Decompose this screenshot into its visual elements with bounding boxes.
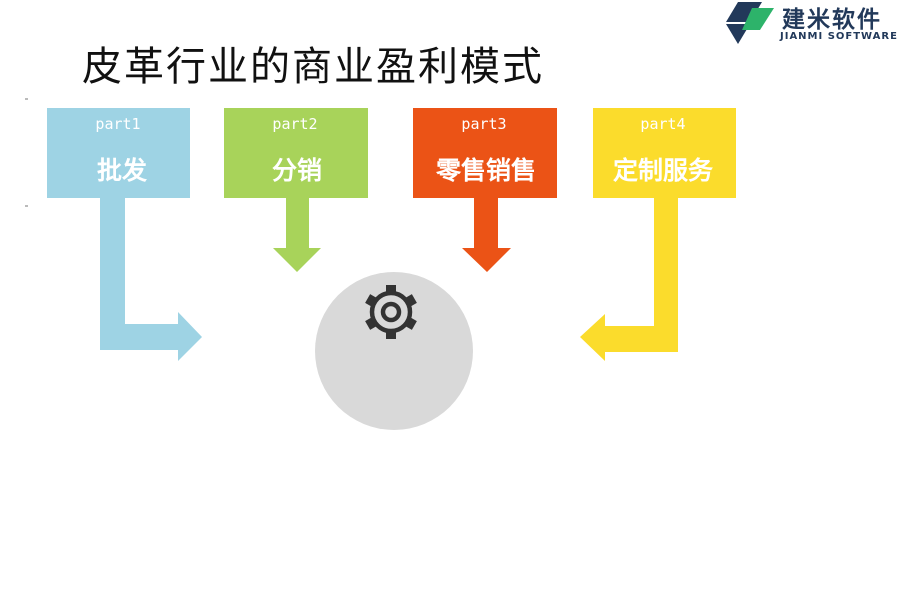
- part2-label: 分销: [272, 156, 322, 185]
- part1-number: part1: [95, 115, 140, 133]
- logo-mark-icon: [726, 2, 774, 44]
- logo-text-en: JIANMI SOFTWARE: [780, 31, 898, 42]
- slide-marker-top: [25, 98, 28, 100]
- part2-number: part2: [272, 115, 317, 133]
- logo-text-cn: 建米软件: [782, 7, 882, 33]
- part3-box: [413, 108, 557, 198]
- brand-logo: 建米软件 JIANMI SOFTWARE: [724, 0, 900, 46]
- part3-label: 零售销售: [435, 156, 536, 185]
- part1-label: 批发: [97, 156, 147, 185]
- gear-icon: [365, 285, 417, 339]
- center-circle: [315, 272, 473, 430]
- part4-box: [593, 108, 736, 198]
- part4-label: 定制服务: [613, 156, 713, 185]
- part3-number: part3: [461, 115, 506, 133]
- page-title: 皮革行业的商业盈利模式: [82, 44, 544, 90]
- part2-box: [224, 108, 368, 198]
- part1-arrow: [100, 196, 202, 361]
- part2-arrow: [273, 196, 321, 272]
- part4-arrow: [580, 196, 678, 361]
- slide-marker-bottom: [25, 205, 28, 207]
- part4-number: part4: [640, 115, 685, 133]
- part3-arrow: [462, 196, 511, 272]
- part1-box: [47, 108, 190, 198]
